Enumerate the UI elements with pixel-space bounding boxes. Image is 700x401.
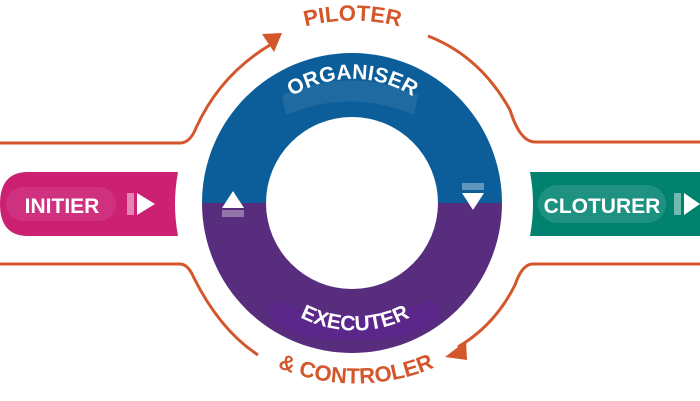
cloturer-shape — [530, 172, 700, 236]
outline-left-top — [0, 43, 271, 145]
outline-right-bottom — [457, 262, 700, 349]
outline-right-top — [427, 34, 700, 144]
cycle-ring — [202, 53, 502, 353]
controler-label: & CONTROLER — [276, 349, 437, 389]
phase-initier[interactable]: INITIER — [0, 172, 178, 236]
executer-highlight — [269, 300, 440, 340]
outline-loop — [0, 33, 700, 360]
organiser-segment[interactable] — [202, 53, 502, 203]
cloturer-label: CLOTURER — [544, 195, 661, 218]
initier-highlight — [6, 187, 116, 221]
arrowhead-bottom-icon — [445, 341, 467, 360]
cloturer-highlight — [538, 185, 666, 223]
initier-label: INITIER — [25, 195, 100, 218]
outline-left-bottom — [0, 262, 259, 357]
triangle-down-icon — [462, 183, 484, 210]
phase-cloturer[interactable]: CLOTURER — [530, 172, 700, 236]
play-arrow-icon — [127, 193, 155, 215]
arrowhead-top-icon — [262, 33, 282, 52]
piloter-label: PILOTER — [301, 0, 404, 31]
initier-shape — [0, 172, 178, 236]
organiser-highlight — [282, 80, 418, 115]
play-arrow-icon — [674, 193, 700, 215]
triangle-up-icon — [222, 191, 244, 217]
